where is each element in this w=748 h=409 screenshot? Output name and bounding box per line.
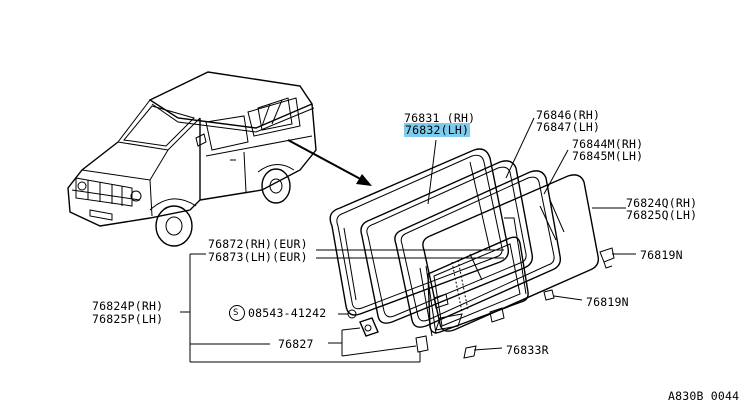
small-parts [347, 247, 615, 359]
part-label-76844m: 76844M(RH) [572, 137, 644, 151]
part-label-76831: 76831 (RH) [404, 111, 476, 125]
part-label-76819n-upper: 76819N [640, 248, 683, 262]
part-label-76832: 76832(LH) [404, 123, 471, 137]
part-label-76832-highlight: 76832(LH) [404, 123, 471, 137]
part-label-76824p: 76824P(RH) [92, 299, 164, 313]
bolt-symbol-letter: S [233, 308, 239, 318]
part-label-76833r: 76833R [506, 343, 549, 357]
part-label-76872: 76872(RH)(EUR) [208, 237, 308, 251]
part-label-76845m: 76845M(LH) [572, 149, 644, 163]
part-label-76873: 76873(LH)(EUR) [208, 250, 308, 264]
bolt-symbol-icon [229, 305, 245, 321]
part-label-76819n-lower: 76819N [586, 295, 629, 309]
part-label-76827: 76827 [278, 337, 314, 351]
pointer-arrow [287, 139, 372, 186]
window-assembly [329, 148, 600, 337]
part-label-08543: 08543-41242 [248, 306, 327, 320]
part-label-76825p: 76825P(LH) [92, 312, 164, 326]
part-label-76847: 76847(LH) [536, 120, 601, 134]
part-label-76825q: 76825Q(LH) [626, 208, 698, 222]
leader-lines [180, 117, 636, 363]
diagram-code: A830B 0044 [668, 389, 740, 403]
part-label-76846: 76846(RH) [536, 108, 601, 122]
part-label-76824q: 76824Q(RH) [626, 196, 698, 210]
vehicle-illustration [67, 71, 317, 247]
